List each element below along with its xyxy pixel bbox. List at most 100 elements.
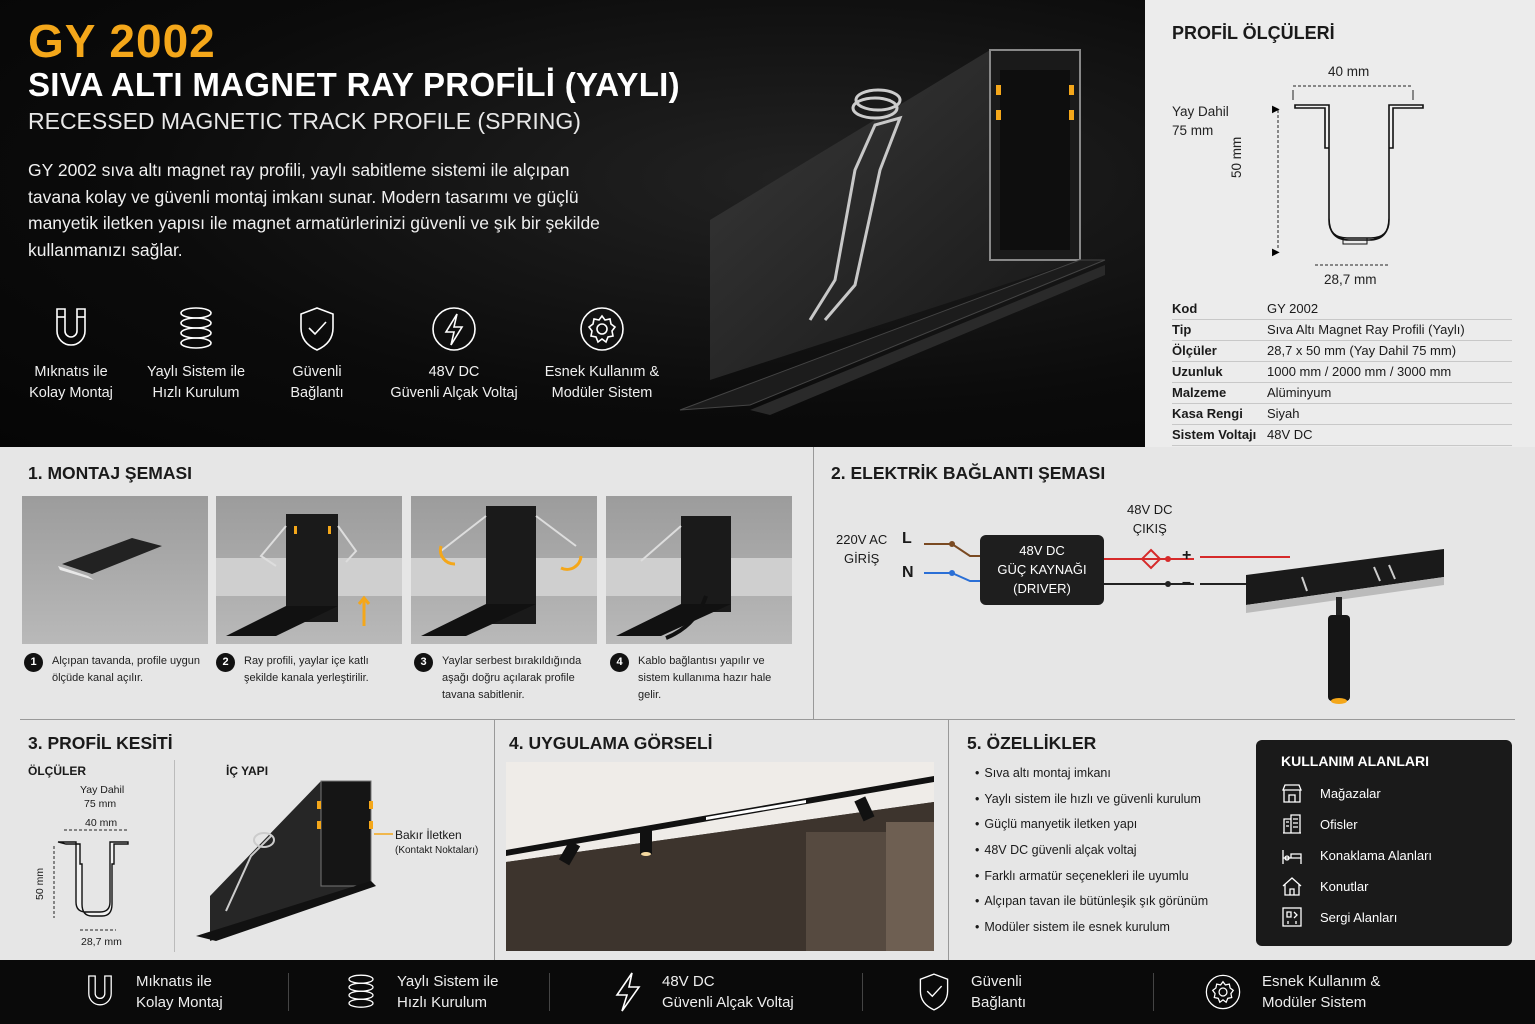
step-number: 3 [414, 653, 433, 672]
list-item: Farklı armatür seçenekleri ile uyumlu [975, 869, 1208, 895]
profile-section-heading: 3. PROFİL KESİTİ [28, 733, 173, 753]
list-item: Modüler sistem ile esnek kurulum [975, 920, 1208, 946]
usage-item: Konaklama Alanları [1281, 844, 1432, 866]
gear-icon [1205, 974, 1241, 1010]
application-heading: 4. UYGULAMA GÖRSELİ [509, 733, 713, 753]
spec-heading: PROFİL ÖLÇÜLERİ [1172, 23, 1335, 43]
product-code: GY 2002 [28, 15, 216, 67]
footer-divider [549, 973, 550, 1011]
magnet-icon [88, 975, 112, 1006]
usage-areas-card: KULLANIM ALANLARI Mağazalar Ofisler Kona… [1256, 740, 1512, 946]
product-title: SIVA ALTI MAGNET RAY PROFİLİ (YAYLI) [28, 66, 680, 103]
lightning-icon [615, 972, 641, 1012]
hero-feature-list: Mıknatıs ile Kolay Montaj Yaylı Sistem i… [10, 300, 670, 404]
neutral-label: N [902, 564, 914, 581]
list-item: Alçıpan tavan ile bütünleşik şık görünüm [975, 894, 1208, 920]
profile-dimension-drawing: ▶ ▶ 40 mm Yay Dahil 75 mm 50 mm 28,7 mm [1165, 60, 1525, 292]
montage-heading: 1. MONTAJ ŞEMASI [28, 463, 193, 483]
electric-heading: 2. ELEKTRİK BAĞLANTI ŞEMASI [831, 463, 1106, 483]
montage-step-1-image [22, 496, 208, 644]
features-section: 5. ÖZELLİKLER Sıva altı montaj imkanı Ya… [948, 720, 1535, 960]
office-icon [1283, 814, 1301, 834]
hero-feature-spring: Yaylı Sistem ile Hızlı Kurulum [132, 300, 260, 404]
usage-heading: KULLANIM ALANLARI [1281, 753, 1430, 769]
profile-small-section-drawing [53, 829, 129, 931]
montage-step-3-image [411, 496, 597, 644]
step-number: 1 [24, 653, 43, 672]
hero-feature-shield: Güvenli Bağlantı [260, 300, 374, 404]
shield-check-icon [919, 973, 949, 1011]
montage-step-4-image [606, 496, 792, 644]
bed-icon [1282, 850, 1302, 864]
product-description: GY 2002 sıva altı magnet ray profili, ya… [28, 160, 600, 260]
hero-feature-magnet: Mıknatıs ile Kolay Montaj [10, 300, 132, 404]
footer-divider [288, 973, 289, 1011]
store-icon [1282, 784, 1302, 803]
list-item: Sıva altı montaj imkanı [975, 766, 1208, 792]
house-icon [1282, 877, 1302, 896]
profile-cross-section-drawing: ▶ ▶ [1272, 85, 1424, 266]
svg-text:▶: ▶ [1272, 104, 1280, 115]
list-item: 48V DC güvenli alçak voltaj [975, 843, 1208, 869]
usage-item: Konutlar [1281, 875, 1368, 897]
spec-panel: PROFİL ÖLÇÜLERİ ▶ ▶ 40 mm Yay Dahil 75 m… [1145, 0, 1535, 447]
footer-divider [862, 973, 863, 1011]
hero-feature-modular: Esnek Kullanım & Modüler Sistem [534, 300, 670, 404]
usage-item: Ofisler [1281, 813, 1358, 835]
footer-feature-modular: Esnek Kullanım &Modüler Sistem [1204, 972, 1444, 1012]
step-number: 4 [610, 653, 629, 672]
gallery-icon [1282, 907, 1302, 927]
shield-check-icon [300, 307, 334, 351]
application-photo [506, 762, 934, 951]
step-number: 2 [216, 653, 235, 672]
svg-text:▶: ▶ [1272, 247, 1280, 258]
hero-feature-voltage: 48V DC Güvenli Alçak Voltaj [374, 300, 534, 404]
spring-icon [348, 974, 374, 1008]
profile-internal-render [196, 780, 393, 941]
spring-icon [180, 307, 212, 349]
section-divider [20, 719, 1515, 720]
footer-divider [1153, 973, 1154, 1011]
features-list: Sıva altı montaj imkanı Yaylı sistem ile… [975, 766, 1208, 946]
minus-label: – [1182, 574, 1191, 591]
montage-step-2-image [216, 496, 402, 644]
list-item: Yaylı sistem ile hızlı ve güvenli kurulu… [975, 792, 1208, 818]
live-label: L [902, 530, 912, 547]
product-subtitle: RECESSED MAGNETIC TRACK PROFILE (SPRING) [28, 108, 581, 134]
wiring-diagram [924, 541, 1444, 704]
features-heading: 5. ÖZELLİKLER [967, 733, 1097, 753]
usage-item: Mağazalar [1281, 782, 1381, 804]
plus-label: + [1182, 547, 1192, 564]
profile-section: 3. PROFİL KESİTİ ÖLÇÜLER İÇ YAPI Yay Dah… [0, 720, 494, 960]
lightning-icon [432, 307, 476, 351]
list-item: Güçlü manyetik iletken yapı [975, 817, 1208, 843]
application-section: 4. UYGULAMA GÖRSELİ [494, 720, 948, 960]
magnet-icon [56, 308, 86, 346]
hero-banner: GY 2002 SIVA ALTI MAGNET RAY PROFİLİ (YA… [0, 0, 1145, 447]
gear-icon [580, 307, 624, 351]
usage-item: Sergi Alanları [1281, 906, 1397, 928]
product-render-image [679, 49, 1106, 415]
